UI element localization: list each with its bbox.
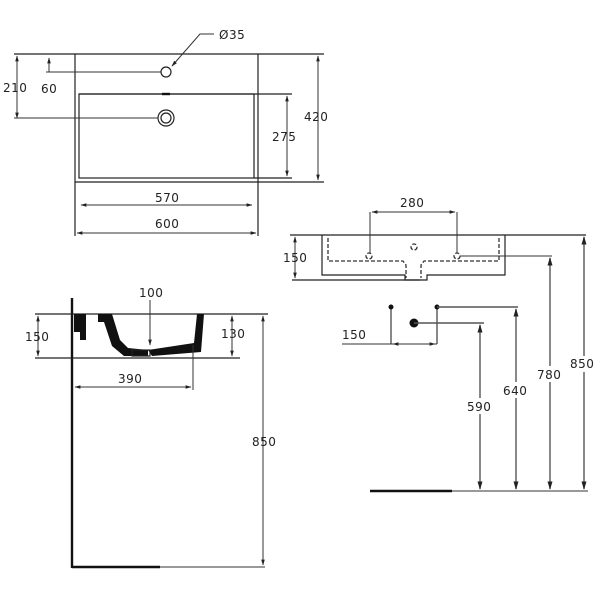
dim-tap-hole-from-back: 60 <box>41 82 57 96</box>
front-view: 280 150 <box>283 196 586 281</box>
dim-waste-offset: 100 <box>139 286 163 300</box>
dim-top-height: 850 <box>570 357 594 371</box>
dim-bowl-depth: 275 <box>272 130 296 144</box>
dim-bowl-inner-height: 130 <box>221 327 245 341</box>
top-view: Ø35 210 60 275 420 570 600 <box>3 28 328 236</box>
dim-supply-spacing: 150 <box>342 328 366 342</box>
dim-bracket-height: 780 <box>537 368 561 382</box>
tap-hole-icon <box>160 66 172 78</box>
dim-bowl-width: 570 <box>155 191 179 205</box>
dim-front-height: 150 <box>283 251 307 265</box>
dim-overall-width: 600 <box>155 217 179 231</box>
dim-side-height: 150 <box>25 330 49 344</box>
dim-hole-spacing: 280 <box>400 196 424 210</box>
dim-projection: 390 <box>118 372 142 386</box>
dim-tap-hole-diameter: Ø35 <box>219 28 245 42</box>
dim-waste-from-back: 210 <box>3 81 27 95</box>
installation-heights: 150 590 640 780 850 <box>342 236 598 493</box>
dim-waste-height: 590 <box>467 400 491 414</box>
dim-overall-depth: 420 <box>304 110 328 124</box>
dim-mounting-height: 850 <box>252 435 276 449</box>
side-view: 100 150 130 390 850 <box>25 286 276 569</box>
dim-supply-height: 640 <box>503 384 527 398</box>
